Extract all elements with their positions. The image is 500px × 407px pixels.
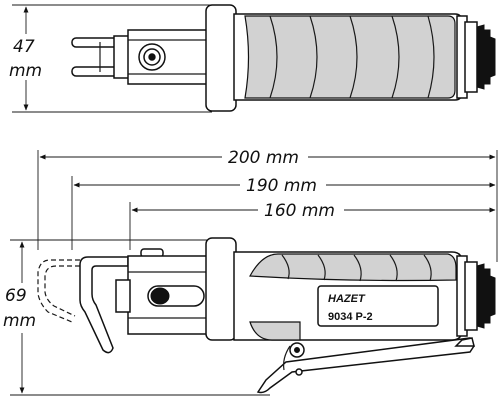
blade-fork-top bbox=[71, 35, 131, 79]
blade-alt-position bbox=[37, 259, 80, 323]
model-label: 9034 P-2 bbox=[328, 311, 373, 323]
dimension-height-side: 69 mm bbox=[2, 239, 270, 396]
dimension-unit-69: mm bbox=[3, 311, 36, 331]
grip-top bbox=[244, 15, 456, 99]
clamp-button bbox=[150, 287, 170, 305]
collar-side bbox=[205, 237, 237, 341]
blade-side bbox=[79, 256, 129, 354]
dimension-label-47: 47 bbox=[13, 37, 35, 57]
length-dimensions: 200 mm 190 mm 160 mm bbox=[37, 145, 498, 262]
nameplate: HAZET 9034 P-2 bbox=[317, 285, 439, 327]
housing-top bbox=[233, 13, 463, 101]
dimension-length-190: 190 mm bbox=[73, 173, 496, 196]
dimension-length-200: 200 mm bbox=[39, 145, 496, 168]
brand-label: HAZET bbox=[328, 293, 366, 305]
dimension-length-160: 160 mm bbox=[131, 198, 496, 221]
clamp-screw-hole bbox=[148, 53, 156, 61]
trigger-lever[interactable] bbox=[256, 337, 475, 394]
dimension-unit-47: mm bbox=[9, 61, 42, 81]
top-view: 47 mm bbox=[8, 4, 496, 113]
dimension-label-160: 160 mm bbox=[264, 201, 335, 221]
side-view: 69 mm bbox=[2, 237, 496, 396]
head-side bbox=[115, 248, 209, 335]
dimension-label-69: 69 bbox=[5, 286, 27, 306]
dimension-height-top: 47 mm bbox=[8, 4, 212, 113]
dimension-label-200: 200 mm bbox=[228, 148, 299, 168]
dimension-label-190: 190 mm bbox=[246, 176, 317, 196]
collar-top bbox=[205, 4, 237, 112]
end-cap-side bbox=[456, 255, 496, 337]
end-cap-top bbox=[456, 15, 496, 99]
head-top bbox=[127, 29, 209, 85]
grip-ridges-side bbox=[249, 253, 457, 282]
